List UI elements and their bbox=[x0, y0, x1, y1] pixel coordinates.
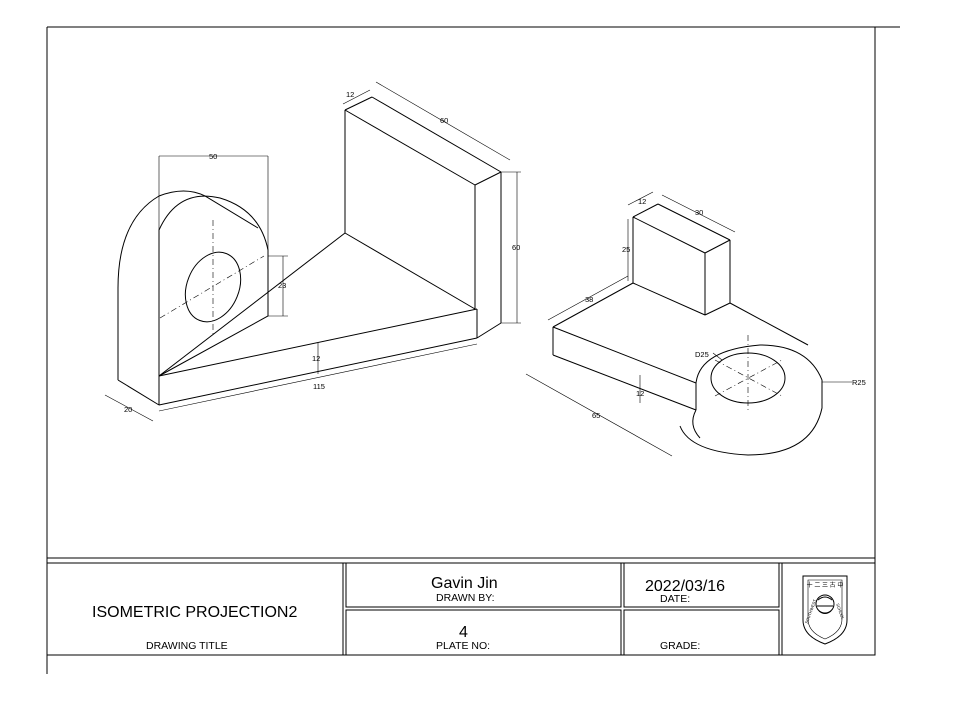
svg-text:SOUTHWEST: SOUTHWEST bbox=[804, 598, 818, 624]
grade-label: GRADE: bbox=[660, 640, 701, 652]
drawn-by-name: Gavin Jin bbox=[431, 575, 498, 592]
dim-label: 12 bbox=[636, 389, 644, 398]
dim-label: D25 bbox=[695, 350, 709, 359]
date-label: DATE: bbox=[660, 593, 691, 605]
plate-number: 4 bbox=[459, 624, 468, 641]
dim-label: 50 bbox=[209, 152, 217, 161]
right-dimension-labels: 12 30 25 38 D25 R25 12 65 bbox=[585, 197, 866, 420]
dim-label: 30 bbox=[695, 208, 703, 217]
dim-label: 38 bbox=[585, 295, 593, 304]
date-value: 2022/03/16 bbox=[645, 578, 726, 595]
dim-label: 60 bbox=[512, 243, 520, 252]
left-dimension-labels: 12 60 50 60 23 12 115 20 bbox=[124, 90, 520, 414]
svg-text:SCHOOL: SCHOOL bbox=[835, 603, 846, 621]
dim-label: 60 bbox=[440, 116, 448, 125]
dim-label: 12 bbox=[312, 354, 320, 363]
dim-label: 65 bbox=[592, 411, 600, 420]
dim-label: 12 bbox=[346, 90, 354, 99]
title-block-grid bbox=[342, 562, 876, 656]
plate-number-label: PLATE NO: bbox=[436, 640, 491, 652]
drawing-title: ISOMETRIC PROJECTION2 bbox=[92, 604, 298, 621]
right-isometric-part bbox=[525, 191, 852, 457]
dim-label: 20 bbox=[124, 405, 132, 414]
dim-label: 25 bbox=[622, 245, 630, 254]
dim-label: R25 bbox=[852, 378, 866, 387]
dim-label: 115 bbox=[313, 382, 325, 391]
svg-text:十 二 三 古 中: 十 二 三 古 中 bbox=[807, 581, 844, 589]
drawing-title-label: DRAWING TITLE bbox=[146, 640, 228, 652]
drawn-by-label: DRAWN BY: bbox=[436, 592, 495, 604]
dim-label: 23 bbox=[278, 281, 286, 290]
school-emblem-icon: 十 二 三 古 中 SOUTHWEST SCHOOL bbox=[802, 575, 848, 645]
dim-label: 12 bbox=[638, 197, 646, 206]
left-isometric-part bbox=[104, 81, 521, 422]
